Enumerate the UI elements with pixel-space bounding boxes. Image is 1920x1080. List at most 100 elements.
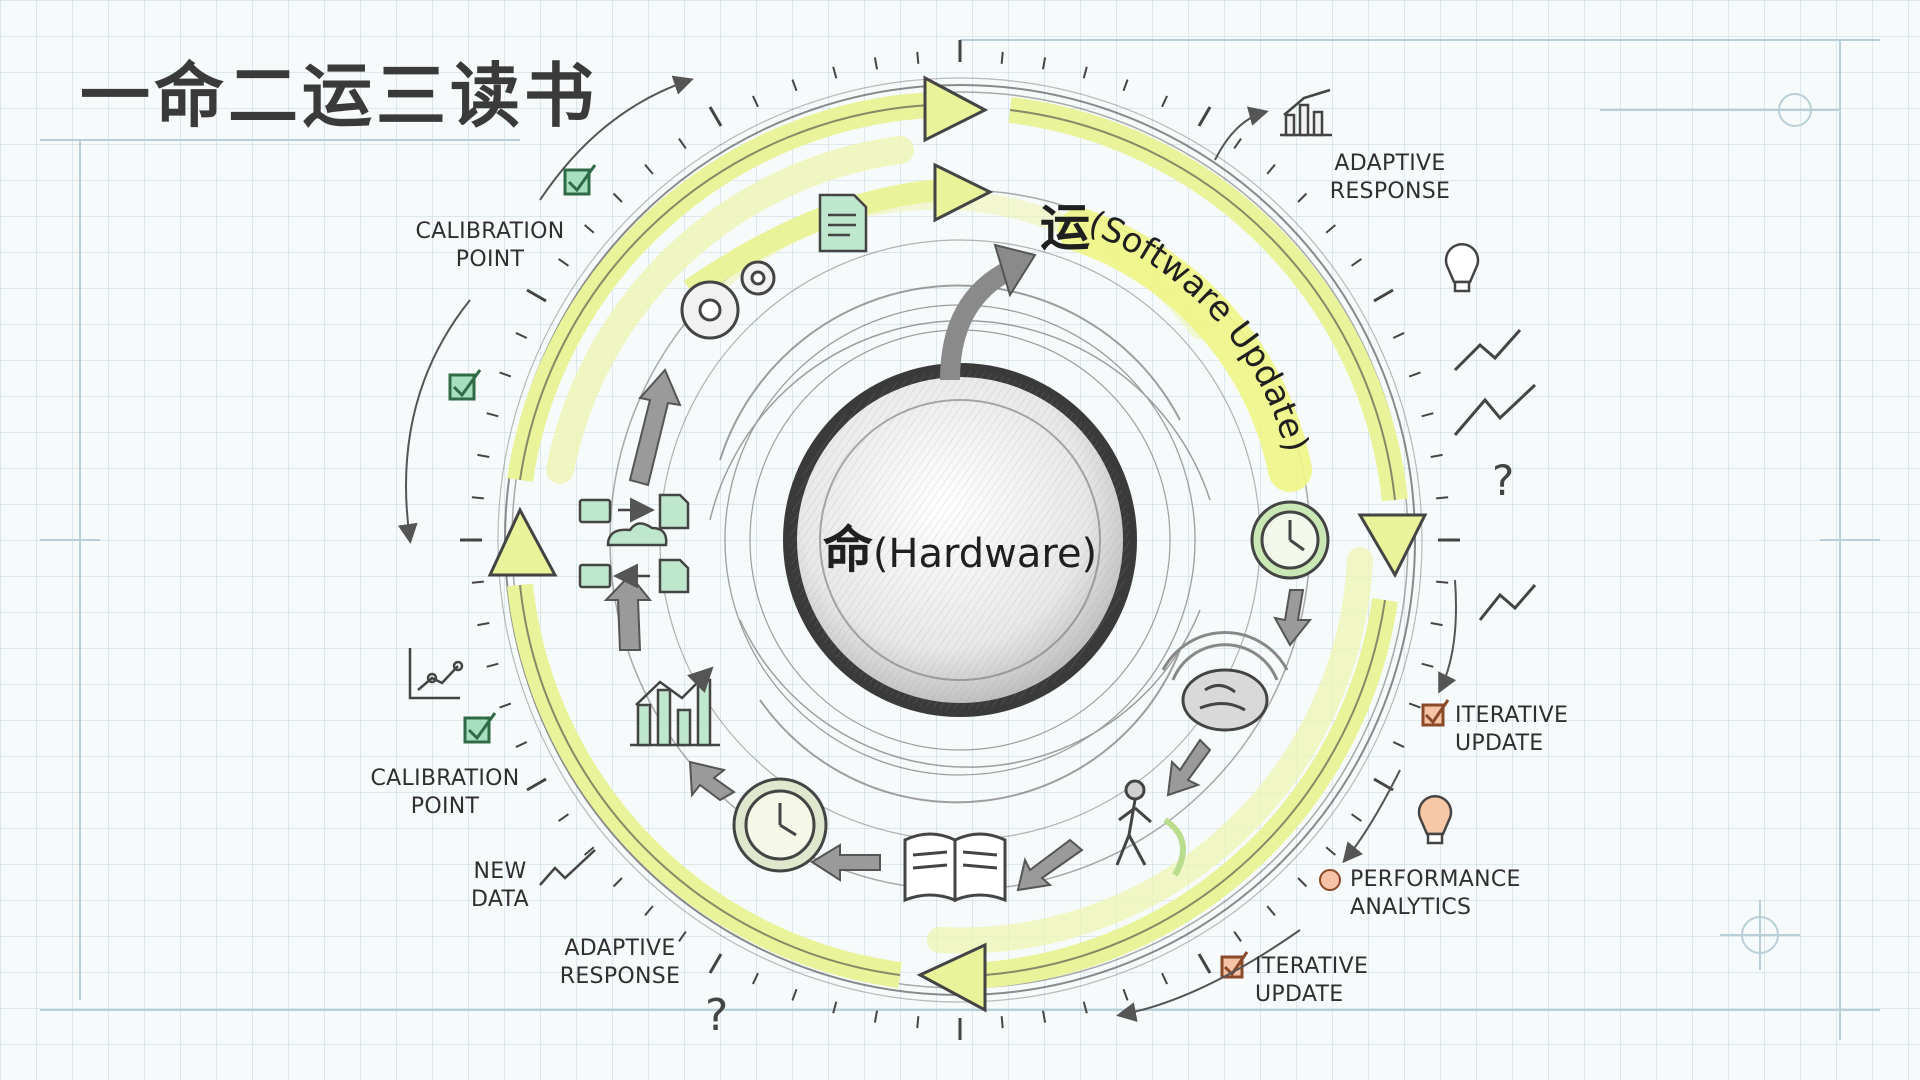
annotation-arrows <box>397 75 1457 1022</box>
cycle-arrow-right <box>1008 97 1428 579</box>
dial-tick <box>916 1016 920 1029</box>
dial-tick <box>1350 258 1362 267</box>
calibration-point-label-top: CALIBRATION POINT <box>415 219 565 272</box>
new-data-label: NEW DATA <box>471 859 529 912</box>
status-dot <box>1319 869 1341 891</box>
hardware-label: 命(Hardware) <box>820 510 1100 582</box>
walking-person-icon <box>1115 779 1186 877</box>
lightbulb-icon <box>1417 795 1453 845</box>
dial-tick <box>515 741 528 748</box>
dial-tick <box>1122 79 1129 92</box>
dial-tick <box>1430 622 1443 627</box>
dial-tick <box>499 371 512 378</box>
check-icon <box>1220 699 1450 979</box>
dial-tick <box>583 846 595 856</box>
dial-tick <box>1042 57 1047 70</box>
scatter-chart-icon <box>408 648 464 700</box>
dial-tick <box>1161 972 1168 985</box>
dial-tick <box>916 51 920 64</box>
cycle-arrow-top <box>507 75 989 482</box>
dial-tick <box>1421 662 1434 668</box>
bar-chart-icon <box>1280 88 1332 137</box>
dial-tick <box>1197 953 1212 974</box>
dial-tick <box>1436 496 1449 500</box>
dial-tick <box>1082 66 1088 79</box>
dial-tick <box>1350 813 1362 822</box>
adaptive-response-label-bottom: ADAPTIVE RESPONSE <box>559 936 681 989</box>
cycle-arrow-bottom <box>916 598 1398 1013</box>
dial-tick <box>526 288 547 303</box>
software-highlight <box>1058 208 1312 492</box>
dial-tick <box>583 224 595 234</box>
dial-tick <box>558 258 570 267</box>
dial-tick <box>678 930 687 942</box>
dial-tick <box>477 622 490 627</box>
dial-tick <box>1325 846 1337 856</box>
dial-tick <box>1408 702 1421 709</box>
calibration-point-label-bottom: CALIBRATION POINT <box>370 766 520 819</box>
dial-ticks <box>460 40 1460 1040</box>
dial-tick <box>1000 1016 1004 1029</box>
dial-tick <box>471 580 484 584</box>
cloud-sync-icon <box>578 493 690 594</box>
dial-tick <box>752 95 759 108</box>
dial-tick <box>1233 138 1242 150</box>
adaptive-response-label-top: ADAPTIVE RESPONSE <box>1329 151 1451 204</box>
page-title: 一命二运三读书 <box>80 55 598 137</box>
iterative-update-label-right: ITERATIVE UPDATE <box>1455 703 1569 756</box>
dial-tick <box>791 988 798 1001</box>
dial-tick <box>1197 106 1212 127</box>
question-icon: ? <box>705 990 728 1041</box>
trend-arrow-icon <box>1453 329 1537 621</box>
dial-tick <box>1161 95 1168 108</box>
blueprint-frame <box>40 39 1880 1040</box>
dial-tick <box>499 702 512 709</box>
dial-tick <box>1266 163 1276 175</box>
clock-icon <box>1250 500 1330 580</box>
dial-tick <box>832 66 838 79</box>
dial-tick <box>1421 412 1434 418</box>
dial-tick <box>1436 580 1449 584</box>
dial-tick <box>1408 371 1421 378</box>
bar-chart-icon <box>630 666 720 747</box>
dial-tick <box>1082 1001 1088 1014</box>
dial-tick <box>612 192 623 203</box>
trend-arrow-icon <box>539 849 596 886</box>
software-hanzi: 运 <box>1040 199 1090 257</box>
dial-tick <box>1392 741 1405 748</box>
inner-arrow-upper <box>683 162 994 300</box>
open-book-icon <box>903 832 1007 903</box>
dial-tick <box>486 662 499 668</box>
dial-tick <box>1373 288 1394 303</box>
dial-tick <box>873 57 878 70</box>
dial-tick <box>477 453 490 458</box>
performance-analytics-label: PERFORMANCE ANALYTICS <box>1350 867 1521 920</box>
check-icon <box>448 164 597 744</box>
gears-icon <box>680 260 776 340</box>
hardware-hanzi: 命 <box>822 521 873 579</box>
dial-tick <box>1297 877 1308 888</box>
brain-icon <box>1161 630 1289 732</box>
dial-tick <box>486 412 499 418</box>
dial-tick <box>558 813 570 822</box>
dial-tick <box>873 1010 878 1023</box>
hardware-text: (Hardware) <box>872 531 1098 577</box>
dial-tick <box>1266 905 1276 917</box>
dial-tick <box>644 905 654 917</box>
dial-tick <box>752 972 759 985</box>
dial-tick <box>708 106 723 127</box>
dial-tick <box>644 163 654 175</box>
dial-tick <box>1042 1010 1047 1023</box>
dial-tick <box>1430 453 1443 458</box>
dial-tick <box>1122 988 1129 1001</box>
dial-tick <box>832 1001 838 1014</box>
dial-tick <box>791 79 798 92</box>
dial-tick <box>471 496 484 500</box>
question-icon: ? <box>1492 456 1514 505</box>
dial-tick <box>526 777 547 792</box>
dial-tick <box>515 332 528 339</box>
inner-flow-arrows <box>603 368 1313 892</box>
dial-tick <box>1392 332 1405 339</box>
